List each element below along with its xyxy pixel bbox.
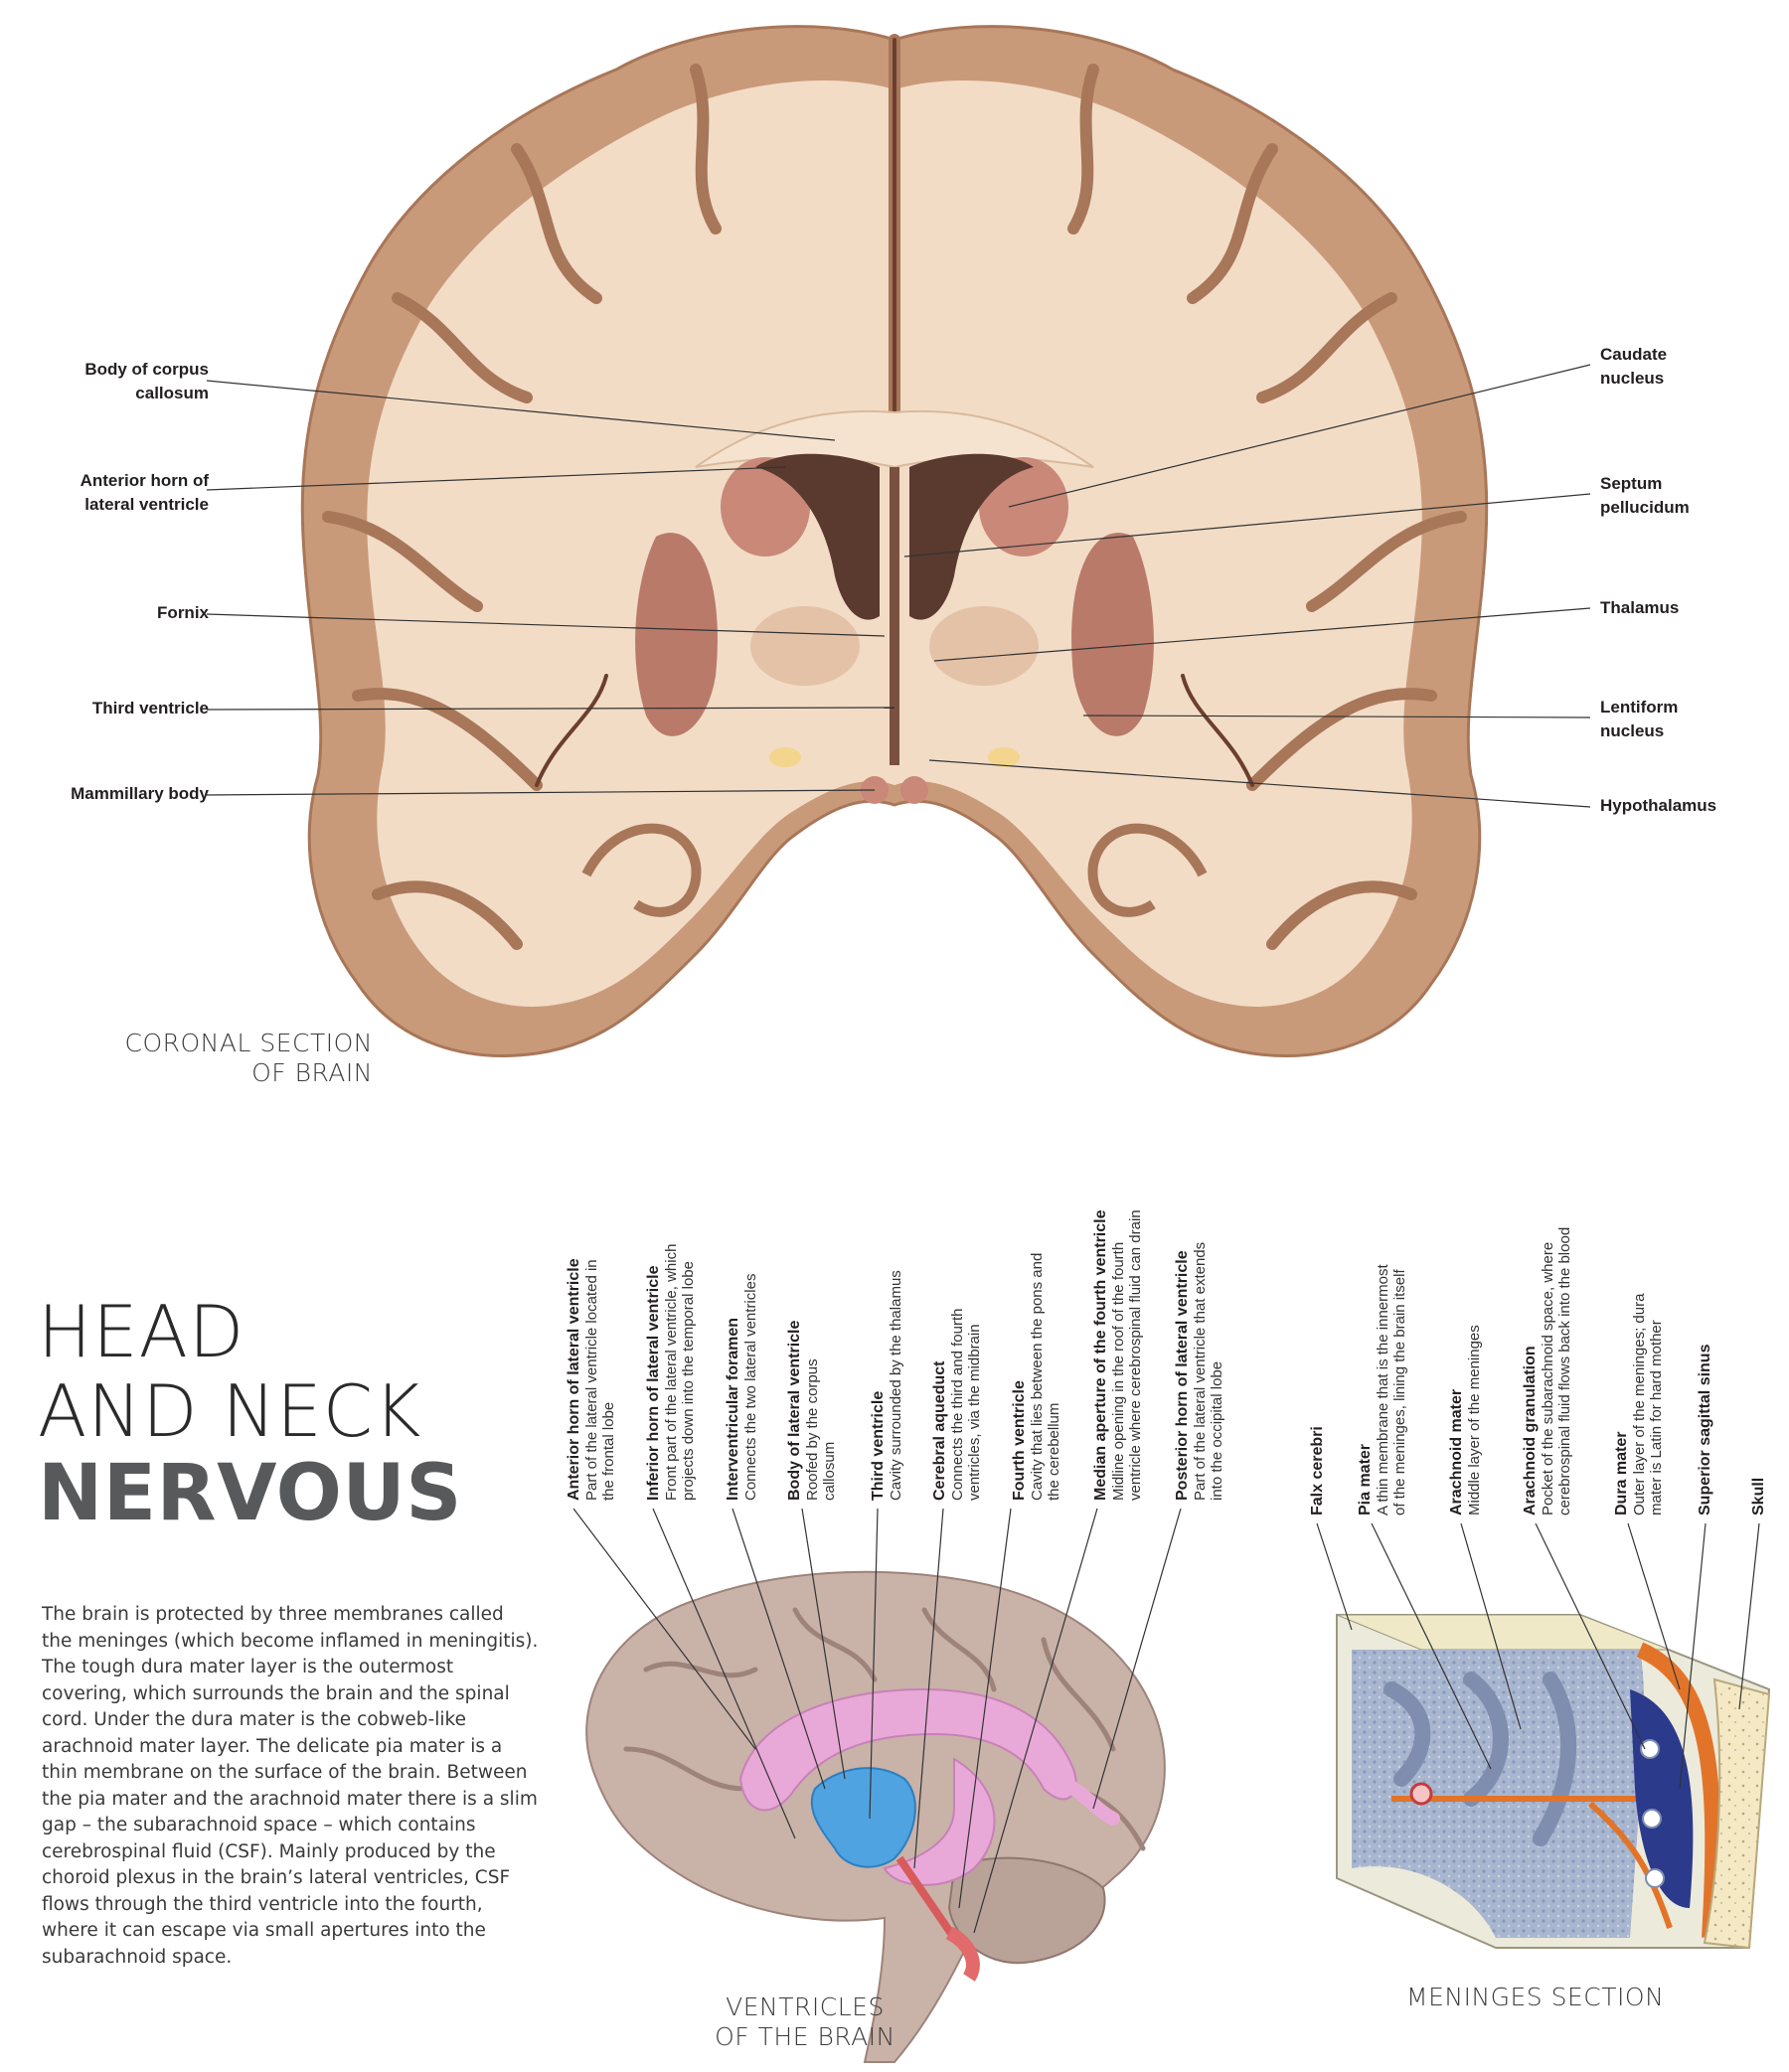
title-line-3: NERVOUS: [38, 1449, 462, 1538]
coronal-leader-lines: [206, 364, 1591, 808]
thalamus-right: [929, 606, 1039, 686]
intro-paragraph: The brain is protected by three membrane…: [42, 1604, 539, 1968]
label-hypothalamus: Hypothalamus: [1600, 796, 1717, 815]
ventricles-leader-lines: [572, 1508, 1182, 1934]
dura-mater: [1636, 1642, 1721, 1939]
inferior-horn-pink: [883, 1757, 996, 1886]
ventricles-brain-illustration: [585, 1570, 1166, 2063]
thalamus-left: [750, 606, 860, 686]
label-third-ventricle: Third ventricle: [91, 699, 209, 717]
mlabel-falx-cerebri: Falx cerebri: [1309, 1426, 1326, 1515]
mlabel-skull: Skull: [1750, 1477, 1767, 1515]
optic-tract-right: [988, 747, 1020, 767]
coronal-brain-section: [300, 25, 1489, 1057]
lentiform-nucleus-left: [635, 533, 718, 736]
third-ventricle-slit: [890, 467, 899, 765]
mammillary-body-right: [900, 776, 928, 804]
third-ventricle-blue: [810, 1767, 916, 1868]
meninges-leader-lines: [1316, 1522, 1760, 1790]
page-title: HEAD AND NECK NERVOUS: [38, 1292, 462, 1536]
optic-tract-left: [769, 747, 801, 767]
skull-bone: [1703, 1677, 1771, 1950]
title-line-2: AND NECK: [38, 1369, 422, 1453]
label-thalamus: Thalamus: [1600, 598, 1680, 617]
meninges-caption: MENINGES SECTION: [1406, 1983, 1665, 2011]
lateral-ventricle-pink: [738, 1687, 1077, 1812]
lateral-ventricle-left: [755, 453, 880, 620]
label-fornix: Fornix: [157, 603, 209, 622]
label-mammillary-body: Mammillary body: [71, 784, 209, 803]
mlabel-superior-sagittal-sinus: Superior sagittal sinus: [1697, 1344, 1713, 1515]
title-line-1: HEAD: [38, 1290, 245, 1373]
meninges-block: [1336, 1614, 1771, 1950]
lateral-ventricle-right: [909, 453, 1034, 620]
lentiform-nucleus-right: [1071, 533, 1154, 736]
